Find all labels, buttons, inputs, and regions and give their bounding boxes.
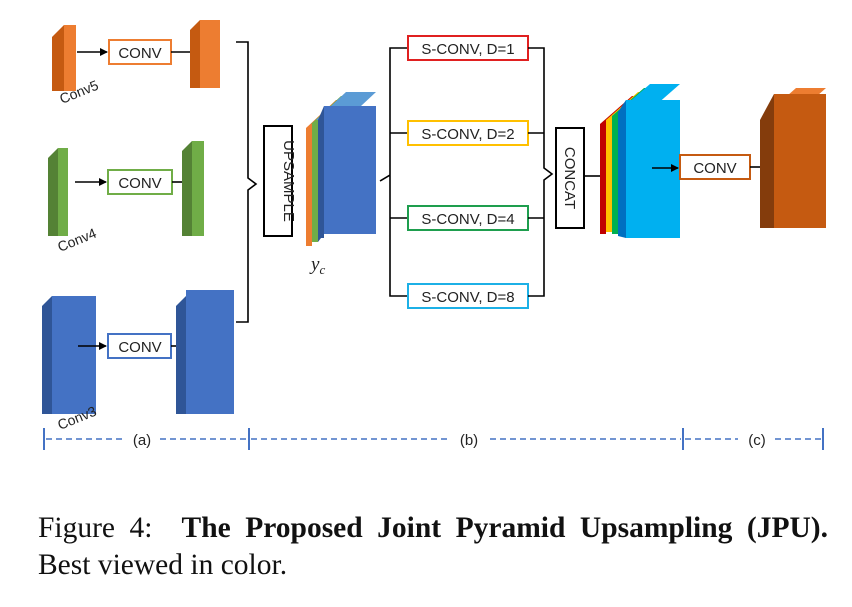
sconv-d4-label: S-CONV, D=4 [421, 211, 514, 228]
concat-face [626, 100, 680, 238]
sconv-d1-label: S-CONV, D=1 [421, 41, 514, 58]
conv4-conv-label: CONV [118, 175, 161, 192]
concat-label: CONCAT [561, 147, 578, 209]
conv4-output-face [192, 141, 204, 236]
yc-face-bevel [318, 106, 324, 242]
sconv-d1-box [407, 35, 529, 61]
concat-stack [600, 84, 680, 238]
yc-side-orange [306, 128, 312, 246]
concat-box [555, 127, 585, 229]
conv4-input-face [58, 148, 68, 236]
conv5-row: CONV Conv5 [52, 20, 220, 107]
yc-label-main: y [309, 254, 320, 275]
concat-side-red [600, 124, 606, 234]
yc-label-sub: c [319, 262, 325, 277]
conv3-row: CONV Conv3 [42, 290, 234, 433]
brace-b-split [379, 47, 408, 297]
segment-a-label: (a) [133, 432, 151, 449]
yc-stack [306, 92, 376, 246]
conv3-conv-box [107, 333, 172, 359]
caption-title: The Proposed Joint Pyramid Upsampling (J… [181, 512, 828, 544]
sconv-d8-box [407, 283, 529, 309]
conv5-input-face [64, 25, 76, 91]
figure-caption: Figure 4: The Proposed Joint Pyramid Ups… [38, 510, 828, 584]
segment-divider: (a) (b) (c) [43, 428, 824, 450]
yc-face [324, 106, 376, 234]
conv3-conv-label: CONV [118, 339, 161, 356]
concat-side-yellow [606, 120, 612, 232]
caption-suffix: Best viewed in color. [38, 549, 288, 581]
sconv-d8-label: S-CONV, D=8 [421, 289, 514, 306]
brace-b-merge [528, 47, 554, 297]
segment-c-label: (c) [748, 432, 766, 449]
final-conv-label: CONV [693, 160, 736, 177]
jpu-diagram: CONV Conv5 CONV Conv4 CONV Conv3 UPSAMPL… [42, 20, 826, 450]
upsample-box [263, 125, 293, 237]
conv3-output-face [186, 290, 234, 414]
yc-side-green [312, 124, 318, 242]
conv5-conv-label: CONV [118, 45, 161, 62]
sconv-d4-box [407, 205, 529, 231]
sconv-d2-label: S-CONV, D=2 [421, 126, 514, 143]
yc-label: yc [309, 254, 325, 277]
conv5-output-face [200, 20, 220, 88]
conv4-row: CONV Conv4 [48, 141, 204, 255]
upsample-label: UPSAMPLE [280, 140, 297, 222]
conv3-input-face [52, 296, 96, 414]
final-output-block [760, 88, 826, 228]
concat-side-green [612, 116, 618, 234]
segment-b-label: (b) [460, 432, 478, 449]
caption-prefix: Figure 4: [38, 512, 153, 544]
concat-face-bevel [618, 100, 626, 238]
brace-a [236, 41, 258, 323]
final-output-bevel [760, 94, 774, 228]
final-output-face [774, 94, 826, 228]
